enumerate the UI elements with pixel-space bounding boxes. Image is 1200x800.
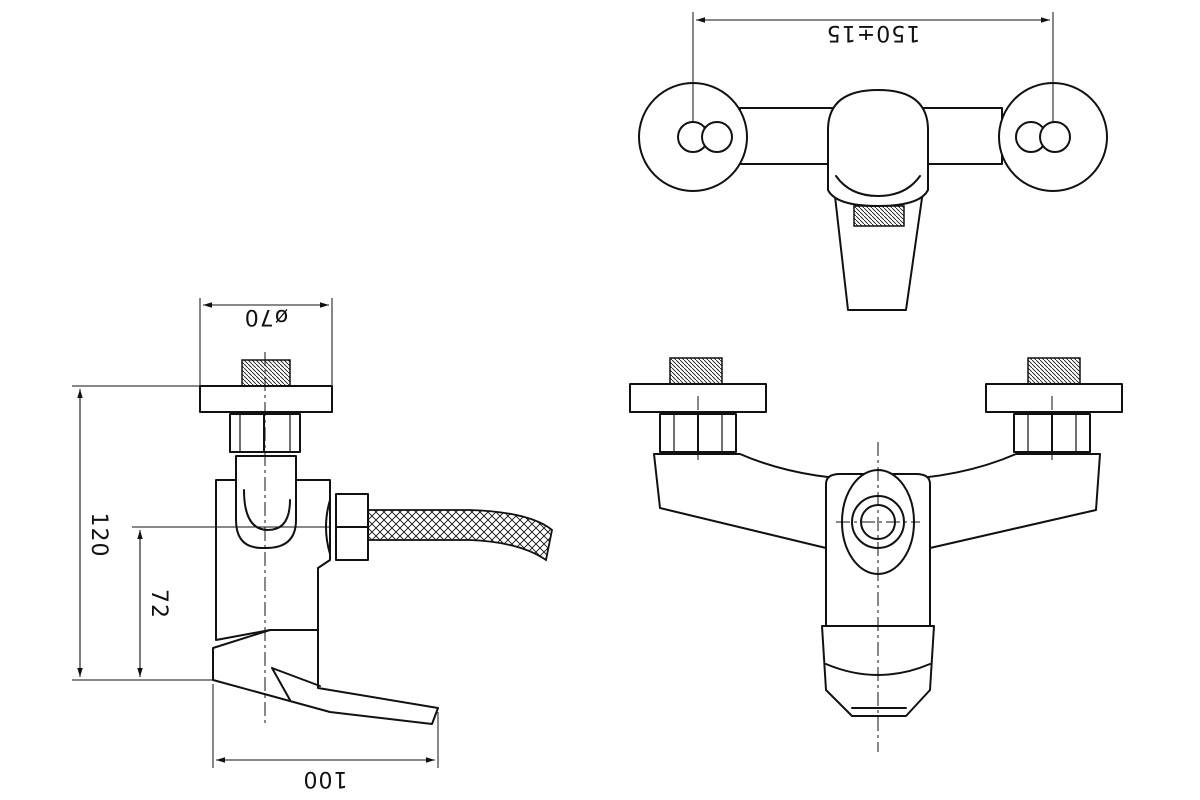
dim-spout-length: 100 — [212, 684, 439, 791]
side-flange — [199, 385, 333, 413]
top-view — [638, 82, 1108, 311]
dim-spout-length-label: 100 — [303, 766, 348, 791]
dim-flange-diameter: ø70 — [199, 298, 333, 386]
side-spout-inner-edge — [271, 667, 321, 701]
front-right-flange — [985, 383, 1123, 413]
front-right-thread — [1027, 357, 1081, 385]
side-elbow-inner — [243, 489, 291, 531]
side-thread — [241, 359, 291, 387]
side-braided-hose — [367, 509, 553, 562]
top-outlet-thread — [853, 205, 905, 227]
side-view — [199, 352, 553, 725]
dim-overall-height-label: 120 — [86, 513, 111, 558]
dim-center-distance-label: 150±15 — [826, 20, 920, 45]
front-view — [629, 357, 1123, 752]
front-left-thread — [669, 357, 723, 385]
dim-overall-height: 120 — [72, 385, 213, 681]
dim-center-distance: 150±15 — [692, 12, 1054, 122]
dim-outlet-height: 72 — [132, 526, 330, 677]
dim-flange-diameter-label: ø70 — [244, 304, 288, 329]
side-spout-body — [212, 629, 439, 725]
dim-outlet-height-label: 72 — [146, 589, 171, 619]
top-body-dome — [827, 89, 929, 207]
